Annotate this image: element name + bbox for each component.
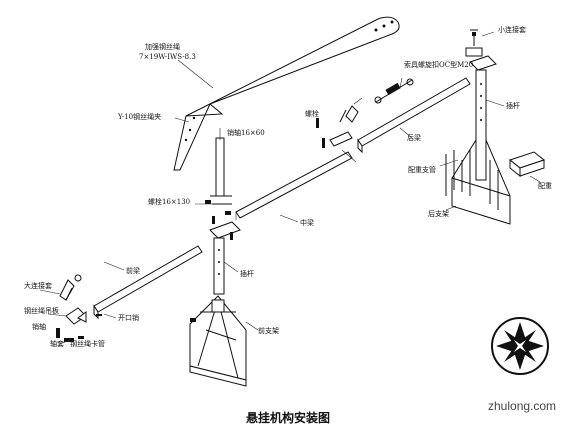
label-rear-frame: 后支架	[428, 209, 449, 218]
front-post	[209, 216, 241, 295]
label-bolt-16x130: 螺栓16×130	[148, 197, 190, 206]
label-pin-16x60: 销轴16×60	[227, 128, 265, 137]
small-hardware-parts	[39, 274, 117, 345]
label-rope-spec-line2: 7×19W-IWS-8.3	[139, 53, 196, 61]
label-post-left: 插杆	[240, 269, 254, 278]
label-bolt-top: 螺栓	[305, 109, 319, 118]
label-counterweight: 配重	[538, 182, 552, 190]
label-middle-beam: 中梁	[300, 218, 314, 227]
label-counterweight-tube: 配重支管	[408, 165, 436, 174]
label-front-frame: 前支架	[258, 326, 279, 335]
label-rear-beam: 后梁	[407, 133, 421, 142]
front-beam	[93, 245, 203, 320]
label-rope-spec-line1: 加强钢丝绳	[145, 42, 180, 51]
label-rope-clamp: Y-10钢丝绳夹	[117, 112, 161, 121]
turnbuckle	[374, 77, 414, 104]
label-front-beam: 前梁	[126, 266, 140, 275]
rear-post	[469, 55, 505, 181]
zhulong-logo	[491, 317, 549, 375]
label-rope-hanger: 钢丝绳吊板	[24, 306, 59, 315]
label-pin: 销轴	[32, 322, 46, 331]
label-small-sleeve: 小连接套	[498, 25, 526, 34]
rear-support-frame	[439, 139, 511, 225]
center-pin-post	[195, 128, 232, 215]
label-post-right: 插杆	[506, 101, 520, 110]
middle-beam	[235, 118, 357, 223]
label-cotter-pin: 开口销	[118, 313, 139, 322]
label-turnbuckle: 索具螺旋扣OC型M20	[404, 60, 473, 69]
watermark-text: zhulong.com	[488, 399, 556, 413]
rear-beam	[357, 77, 471, 154]
label-large-sleeve: 大连接套	[24, 281, 52, 290]
front-support-frame	[189, 295, 259, 387]
small-connecting-sleeve	[465, 29, 495, 57]
label-rope-clip: 钢丝绳卡管	[70, 339, 105, 348]
counterweight	[508, 151, 546, 183]
label-shaft-sleeve: 轴套	[50, 339, 64, 348]
reinforcing-wire-rope	[173, 16, 400, 171]
diagram-title: 悬挂机构安装图	[245, 410, 330, 425]
shackle-parts	[339, 97, 363, 123]
